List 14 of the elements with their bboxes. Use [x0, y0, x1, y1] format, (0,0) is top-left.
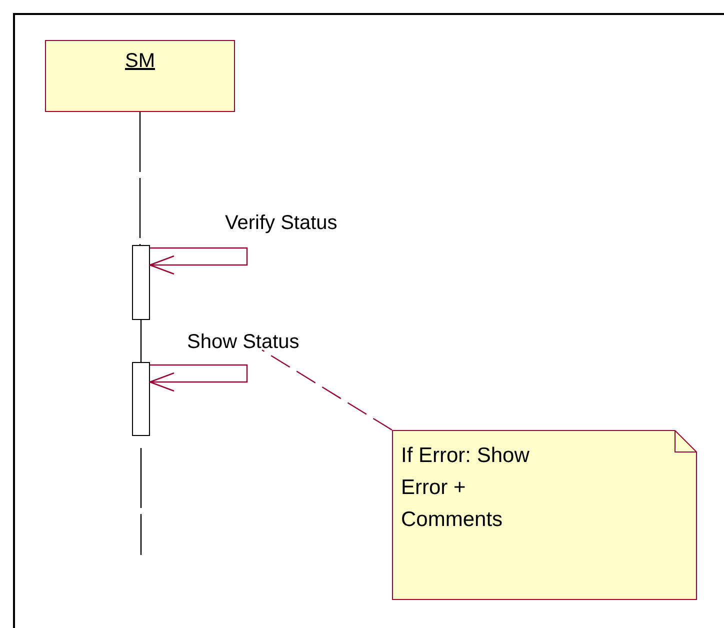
note-box	[392, 430, 697, 600]
lifeline	[139, 112, 141, 245]
lifeline	[140, 320, 142, 362]
lifeline	[140, 448, 142, 555]
object-name: SM	[124, 50, 156, 73]
message-label: Show Status	[187, 331, 300, 354]
activation-bar	[132, 362, 150, 436]
self-message-arrow	[149, 247, 248, 275]
message-label: Verify Status	[225, 212, 338, 235]
self-message-arrow	[149, 364, 248, 392]
activation-bar	[132, 245, 150, 320]
leader-line	[262, 349, 392, 431]
object-box	[45, 40, 235, 112]
note-text: If Error: Show Error + Comments	[401, 443, 530, 533]
